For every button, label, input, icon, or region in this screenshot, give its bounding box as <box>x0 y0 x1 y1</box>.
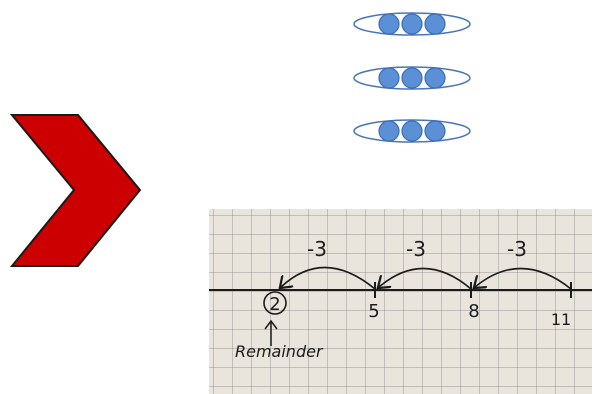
dot <box>402 121 422 141</box>
number-line: -3 -3 -3 2 5 8 11 Remainder <box>209 209 592 394</box>
group-2 <box>354 67 470 89</box>
jump-label: -3 <box>406 237 426 261</box>
dot <box>379 68 399 88</box>
jump-arrow-icon <box>281 267 375 289</box>
jump-arrow-icon <box>379 268 471 289</box>
group-1 <box>354 13 470 35</box>
jump-arrow-icon <box>475 268 571 289</box>
remainder-label: Remainder <box>235 342 324 361</box>
dot <box>425 14 445 34</box>
dot <box>425 121 445 141</box>
tick-label: 2 <box>269 294 280 315</box>
group-3 <box>354 120 470 142</box>
dot <box>379 121 399 141</box>
jump-label: -3 <box>507 237 527 261</box>
tick-label: 8 <box>468 301 479 322</box>
dot <box>379 14 399 34</box>
dot <box>402 14 422 34</box>
number-line-photo: -3 -3 -3 2 5 8 11 Remainder <box>209 209 592 394</box>
dot <box>402 68 422 88</box>
dot <box>425 68 445 88</box>
tick-label: 11 <box>551 310 571 329</box>
tick-label: 5 <box>368 301 379 322</box>
jump-label: -3 <box>307 237 327 261</box>
